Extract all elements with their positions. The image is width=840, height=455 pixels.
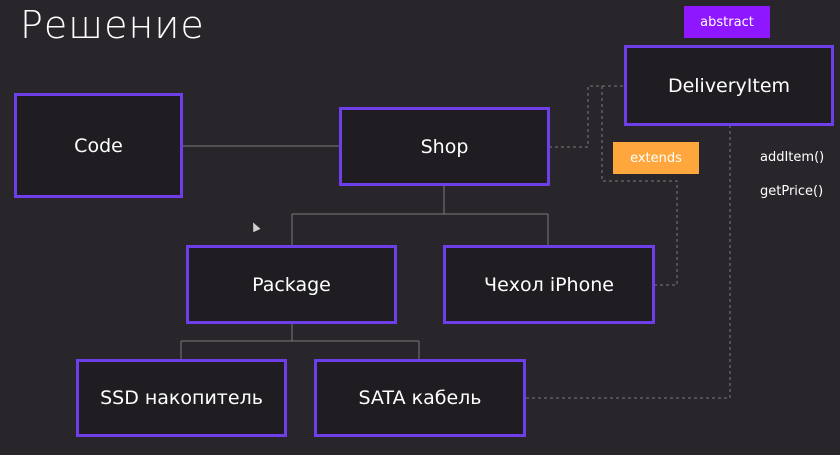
abstract-tag: abstract — [684, 6, 770, 38]
method-add-item: addItem() — [760, 150, 825, 165]
dashed-sata-deliveryitem — [526, 124, 731, 399]
node-delivery-item-label: DeliveryItem — [667, 74, 791, 97]
node-package-label: Package — [252, 273, 331, 296]
node-shop[interactable]: Shop — [339, 107, 550, 186]
dashed-shop-deliveryitem — [549, 85, 626, 148]
node-sata[interactable]: SATA кабель — [314, 359, 526, 437]
node-ssd-label: SSD накопитель — [100, 387, 263, 409]
extends-tag: extends — [613, 142, 699, 174]
method-get-price: getPrice() — [760, 184, 824, 199]
dashed-case-deliveryitem — [601, 86, 678, 286]
slide-title: Решение — [20, 3, 205, 47]
node-shop-label: Shop — [420, 135, 469, 158]
node-package[interactable]: Package — [186, 245, 397, 324]
node-ssd[interactable]: SSD накопитель — [76, 359, 287, 437]
node-delivery-item[interactable]: DeliveryItem — [624, 45, 834, 126]
node-case-iphone-label: Чехол iPhone — [484, 273, 614, 296]
node-code[interactable]: Code — [14, 93, 183, 198]
node-case-iphone[interactable]: Чехол iPhone — [443, 245, 655, 324]
node-sata-label: SATA кабель — [358, 387, 482, 409]
node-code-label: Code — [74, 134, 123, 157]
